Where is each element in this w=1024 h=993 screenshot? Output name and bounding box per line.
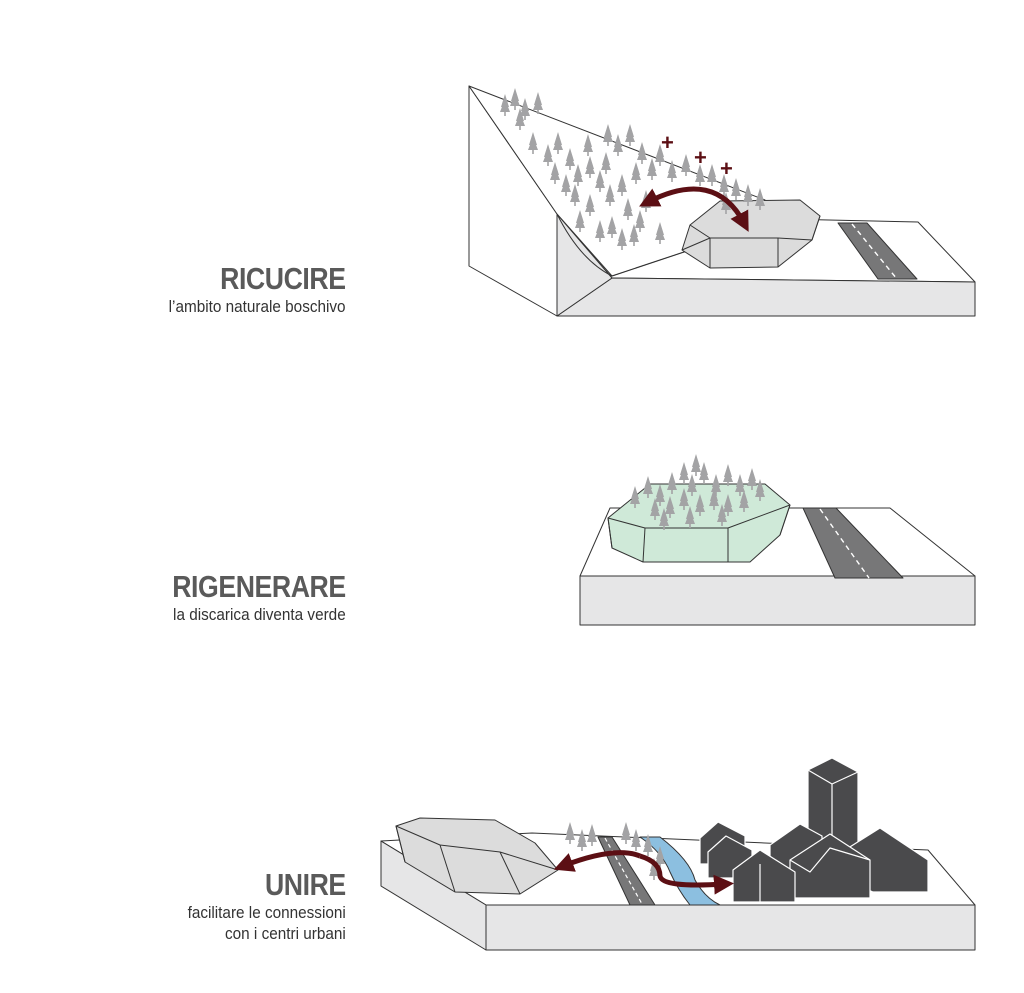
section-subtitle-ricucire: l’ambito naturale boschivo — [169, 297, 346, 316]
connection-arrow-right — [639, 853, 734, 895]
scene-ricucire — [468, 85, 976, 317]
section-subtitle-unire-1: facilitare le connessioni — [187, 903, 346, 922]
label-unire: UNIRE facilitare le connessioni con i ce… — [170, 867, 347, 944]
scene-rigenerare — [579, 483, 976, 626]
section-title-rigenerare: RIGENERARE — [172, 569, 347, 604]
plus-markers: + + + — [661, 130, 733, 181]
block-front — [485, 904, 976, 951]
label-ricucire: RICUCIRE l’ambito naturale boschivo — [149, 262, 346, 317]
road — [802, 507, 904, 579]
section-subtitle-rigenerare: la discarica diventa verde — [173, 605, 346, 624]
connection-arrow-left — [553, 850, 641, 872]
label-rigenerare: RIGENERARE la discarica diventa verde — [144, 569, 347, 625]
plus-marker: + — [661, 130, 674, 155]
road — [837, 222, 918, 280]
city-buildings — [699, 757, 929, 903]
block-front — [579, 575, 976, 626]
plus-marker: + — [694, 145, 707, 170]
section-title-ricucire: RICUCIRE — [220, 261, 347, 296]
connection-arrow — [639, 186, 749, 232]
plus-marker: + — [720, 156, 733, 181]
block-front — [556, 277, 976, 317]
section-subtitle-unire-2: con i centri urbani — [225, 924, 346, 943]
section-title-unire: UNIRE — [265, 867, 346, 902]
